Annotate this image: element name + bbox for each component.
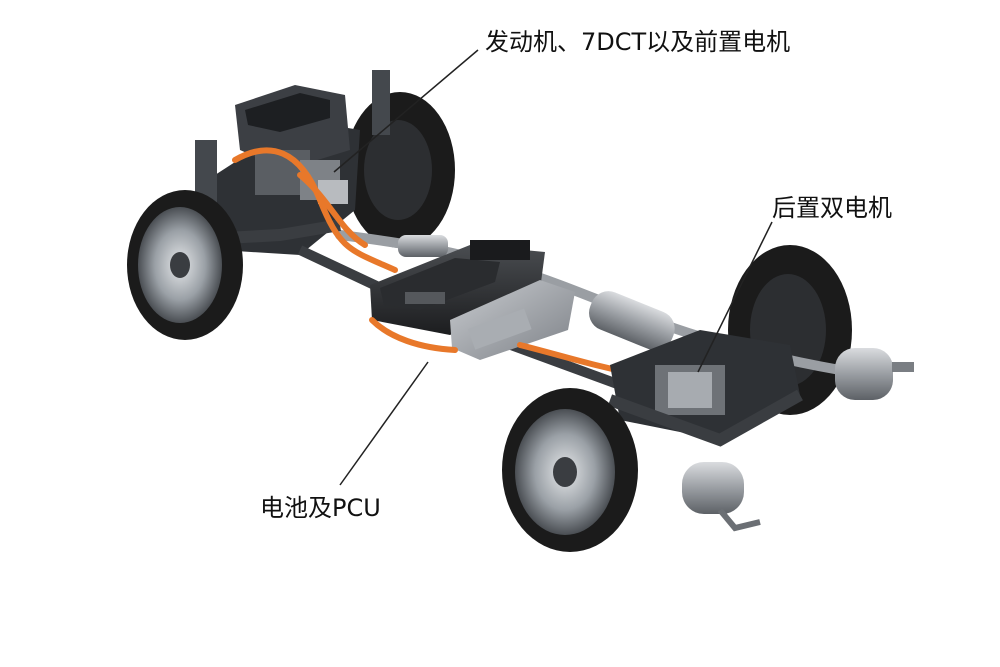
- catalytic-converter: [398, 235, 448, 257]
- engine-label: 发动机、7DCT以及前置电机: [485, 28, 791, 56]
- front-engine-assembly: [189, 70, 390, 255]
- engine-callout-line: [333, 49, 479, 173]
- rear-left-wheel: [502, 388, 638, 552]
- rear-muffler-left: [682, 462, 761, 532]
- rear-motor-callout-line: [697, 221, 773, 373]
- battery-callout-line: [339, 361, 429, 486]
- battery-pack: [370, 240, 545, 335]
- pcu-unit: [450, 280, 575, 360]
- rear-motor-assembly: [607, 330, 803, 447]
- rear-motors-label: 后置双电机: [772, 194, 892, 222]
- front-left-wheel: [127, 190, 243, 340]
- mid-muffler: [588, 291, 675, 351]
- battery-pcu-label: 电池及PCU: [260, 494, 381, 522]
- rear-muffler-right: [835, 348, 914, 400]
